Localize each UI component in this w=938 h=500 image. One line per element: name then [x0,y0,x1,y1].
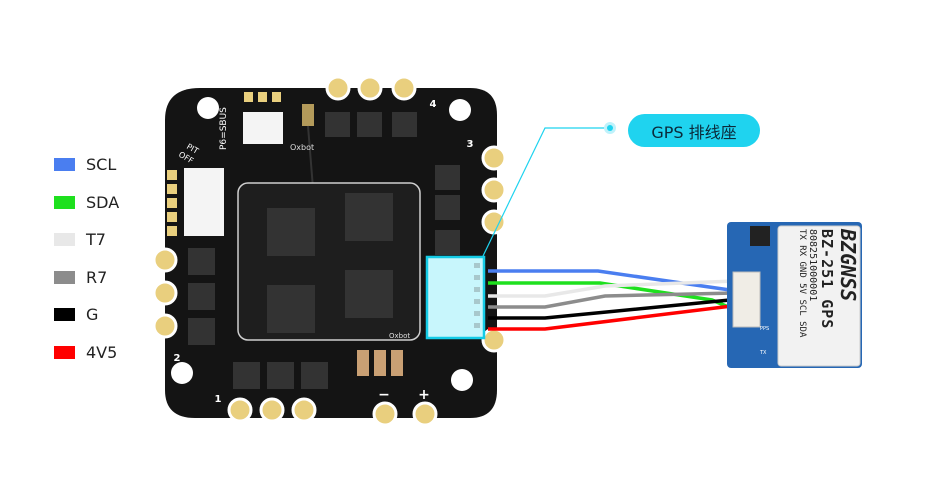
legend-swatch [54,345,75,359]
gps-pps-label: PPS [760,326,770,332]
legend-swatch [54,270,75,284]
gps-model: BZ-251 GPS [818,229,836,330]
silkscreen-port-label: P6=SBUS [219,107,229,150]
battery-plus-label: + [418,387,430,403]
gps-pcb-pins: T R G V C D [718,345,724,375]
legend-item-sda: SDA [54,184,119,222]
legend-label: R7 [86,267,108,287]
callout-dot [607,125,613,131]
legend-item-4v5: 4V5 [54,334,119,372]
wire-4v5 [488,303,741,331]
gps-logo: BZGNSS [836,229,860,302]
legend-swatch [54,195,75,209]
wire-color-legend: SCL SDA T7 R7 G 4V5 [54,146,119,371]
legend-item-t7: T7 [54,221,119,259]
legend-label: 4V5 [86,342,118,362]
gps-shield-label: BZGNSS BZ-251 GPS 808251000001 TX RX GND… [740,229,860,359]
flight-controller-board: P6=SBUS PIT OFF Oxbot Oxbot 1 2 3 4 − + [152,75,507,427]
wire-g [488,297,741,320]
chips [188,112,460,389]
legend-label: T7 [86,230,106,250]
sbus-connector [243,112,283,144]
gps-serial: 808251000001 [807,229,818,302]
legend-swatch [54,233,75,247]
gps-connector-callout: GPS 排线座 [628,114,760,147]
legend-item-r7: R7 [54,259,119,297]
silkscreen-brand: Oxbot [290,143,314,152]
wire-r7 [488,291,736,309]
motor-number-1: 1 [215,394,222,405]
legend-swatch [54,308,75,322]
antenna-connector [302,104,314,126]
gps-wires [488,269,741,331]
battery-minus-label: − [378,387,390,403]
legend-label: SCL [86,155,117,175]
silkscreen-brand-esc: Oxbot [389,332,410,340]
wire-t7 [488,279,736,298]
legend-item-g: G [54,296,119,334]
legend-label: G [86,305,99,325]
motor-number-3: 3 [467,139,474,150]
legend-label: SDA [86,192,120,212]
callout-line [482,127,610,257]
side-connector [184,168,224,236]
legend-swatch [54,158,75,172]
small-pads [167,92,403,376]
motor-number-4: 4 [430,99,437,110]
mounting-holes [171,97,473,391]
legend-item-scl: SCL [54,146,119,184]
gps-module [727,222,862,368]
solder-pads [152,75,507,427]
motor-number-2: 2 [174,353,181,364]
gps-pin-labels: TX RX GND 5V SCL SDA [797,229,807,338]
gps-tx-label: TX [760,350,767,356]
